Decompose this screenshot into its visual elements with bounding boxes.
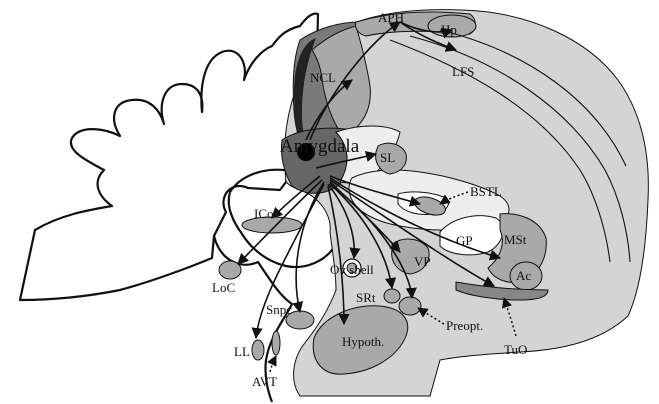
label-ov-shell: Ov shell [330, 262, 374, 277]
label-amygdala: Amygdala [280, 136, 360, 157]
label-snpc: Snpc [266, 302, 292, 317]
cerebellum-outline [20, 14, 318, 300]
label-gp: GP [456, 233, 473, 248]
loc-region [219, 261, 241, 279]
label-ac: Ac [516, 268, 531, 283]
ll-region [252, 340, 264, 360]
label-avt: AVT [252, 374, 277, 389]
srt-region [384, 289, 400, 303]
avt-region [272, 331, 280, 355]
label-srt: SRt [356, 290, 376, 305]
label-ncl: NCL [310, 70, 336, 85]
label-hypoth: Hypoth. [342, 334, 384, 349]
label-ll: LL [234, 344, 250, 359]
label-sl: SL [380, 150, 395, 165]
label-tuo: TuO [504, 342, 527, 357]
pointer-avt [270, 356, 276, 372]
label-bstl: BSTL [470, 184, 502, 199]
label-preopt: Preopt. [446, 318, 483, 333]
label-lfs: LFS [452, 64, 474, 79]
label-ico: ICo [254, 206, 274, 221]
label-aph: APH [378, 10, 404, 25]
label-mst: MSt [504, 232, 527, 247]
preopt-region [399, 297, 421, 315]
label-loc: LoC [212, 280, 235, 295]
label-vp: VP [414, 254, 431, 269]
label-hp: Hp [441, 22, 457, 37]
